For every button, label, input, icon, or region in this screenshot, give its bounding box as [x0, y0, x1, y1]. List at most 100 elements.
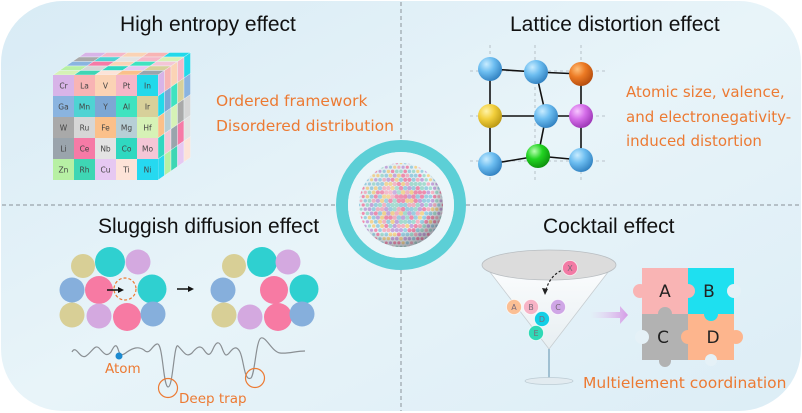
center-nanoparticle	[336, 140, 466, 270]
atoms-before-diffusion	[59, 247, 167, 331]
element-symbol: Li	[60, 145, 66, 154]
cube-front-cell	[137, 117, 158, 138]
cube-side-cell	[157, 154, 165, 181]
puzzle-piece-a	[642, 268, 688, 314]
diffusing-atom	[211, 302, 237, 328]
element-ball-b: B	[523, 299, 539, 315]
hop-arrow	[107, 287, 124, 293]
cube-side-cell	[177, 140, 185, 167]
element-ball-x: X	[562, 260, 578, 276]
ball-label: X	[567, 264, 573, 273]
cube-front-cell	[137, 159, 158, 180]
element-symbol: Zn	[59, 166, 69, 175]
puzzle-label: C	[657, 328, 669, 348]
diffusing-atom	[86, 303, 112, 329]
cocktail-glass	[481, 249, 617, 385]
energy-landscape-curve	[71, 337, 306, 388]
element-symbol: La	[80, 82, 89, 91]
diffusing-atom	[140, 301, 166, 327]
element-symbol: W	[60, 124, 68, 133]
ball-label: D	[539, 315, 545, 324]
cube-front-cell	[53, 159, 74, 180]
sluggish-diffusion-panel: Sluggish diffusion effect Atom Deep trap	[59, 215, 319, 407]
element-symbol: Ti	[122, 166, 129, 175]
diffusing-atom	[289, 274, 319, 304]
cube-front-cell	[95, 138, 116, 159]
cube-side-cell	[164, 149, 172, 176]
diffusing-atom	[125, 249, 151, 275]
atom-label: Atom	[105, 361, 141, 377]
lattice-text-line-2: and electronegativity-	[626, 108, 791, 126]
element-symbol: Mn	[79, 103, 90, 112]
transition-arrow	[177, 286, 194, 292]
element-symbol: Ir	[145, 103, 151, 112]
atom-blue	[524, 60, 548, 84]
element-symbol: Ni	[144, 166, 152, 175]
atom-blue	[569, 148, 593, 172]
puzzle-piece-c	[642, 314, 688, 360]
element-symbol: Ga	[58, 103, 68, 112]
sphere-shading	[359, 163, 443, 247]
diffusing-atom	[95, 247, 125, 277]
element-symbol: Al	[123, 103, 130, 112]
element-symbol: Hf	[143, 124, 152, 133]
element-symbol: Nb	[100, 145, 111, 154]
teal-ring	[336, 140, 466, 270]
cube-front-cell	[95, 159, 116, 180]
diffusing-atom	[289, 301, 315, 327]
ball-label: C	[555, 303, 561, 312]
atom-blue	[478, 57, 502, 81]
cube-side-cell	[170, 145, 178, 172]
lattice-distortion-panel: Lattice distortion effect	[470, 13, 791, 180]
cube-front-cell	[74, 96, 95, 117]
atoms-after-diffusion	[210, 247, 319, 331]
lattice-text-line-3: induced distortion	[626, 132, 762, 150]
element-symbol: V	[103, 82, 109, 91]
ordered-framework-text: Ordered framework	[216, 92, 368, 110]
cube-front-cell	[74, 75, 95, 96]
puzzle-piece-b	[688, 268, 734, 314]
element-symbol: Fe	[101, 124, 110, 133]
multielement-caption: Multielement coordination	[583, 374, 786, 392]
deep-trap-circle-2	[244, 367, 266, 389]
cube-side-cell	[183, 136, 191, 163]
ball-label: A	[511, 303, 517, 312]
atom-blue	[478, 152, 502, 176]
deep-trap-circle-1	[157, 377, 179, 399]
cube-front-cell	[74, 159, 95, 180]
disordered-distribution-text: Disordered distribution	[216, 117, 394, 135]
puzzle-label: D	[706, 328, 719, 348]
diffusing-atom	[260, 276, 288, 304]
atom-blue	[534, 104, 558, 128]
high-entropy-title: High entropy effect	[120, 13, 296, 36]
element-symbol: Y	[102, 103, 108, 112]
cube-front-cell	[116, 138, 137, 159]
cube-front-cell	[116, 96, 137, 117]
element-ball-e: E	[528, 325, 544, 341]
ball-label: E	[533, 329, 538, 338]
cube-front-cell	[53, 96, 74, 117]
atom-green	[526, 144, 550, 168]
atom-dot	[115, 352, 123, 360]
puzzle-label: A	[659, 282, 671, 302]
element-symbol: Cu	[101, 166, 111, 175]
element-symbol: Ce	[80, 145, 90, 154]
cube-front-cell	[53, 117, 74, 138]
cube-front-cell	[116, 159, 137, 180]
element-ball-d: D	[534, 311, 550, 327]
cube-front-cell	[95, 96, 116, 117]
diffusing-atom	[137, 274, 167, 304]
cocktail-title: Cocktail effect	[543, 215, 675, 238]
diffusing-atom	[59, 277, 85, 303]
lattice-distortion-title: Lattice distortion effect	[510, 13, 720, 36]
result-arrow	[590, 306, 628, 324]
element-symbol: Mo	[142, 145, 153, 154]
atom-magenta	[569, 104, 593, 128]
puzzle-piece-d	[688, 314, 734, 360]
cube-front-cell	[137, 75, 158, 96]
